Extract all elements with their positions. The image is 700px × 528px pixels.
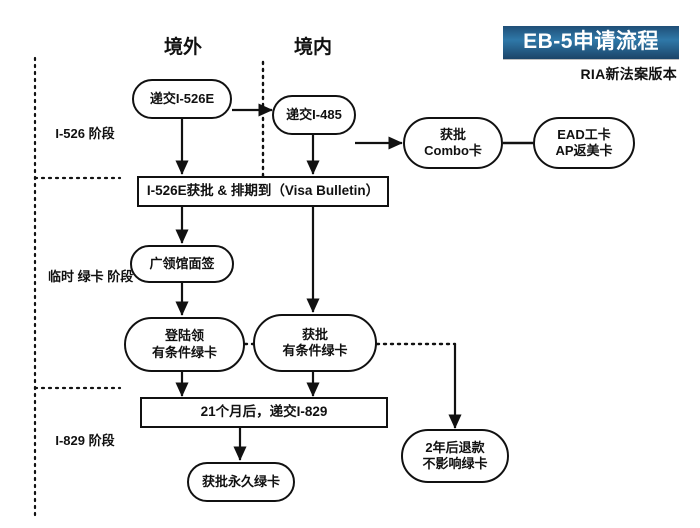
node-submit-i829-line1: 21个月后，递交I-829 — [200, 404, 328, 420]
node-land-conditional-gc-line1: 登陆领 — [164, 328, 204, 344]
node-submit-i526e[interactable]: 递交I-526E — [132, 79, 232, 119]
stage-label-i829-line1: I-829 — [55, 433, 85, 448]
node-ead-ap-line2: AP返美卡 — [555, 143, 613, 158]
column-header-domestic: 境内 — [293, 37, 332, 58]
node-i526e-approved-priority[interactable]: I-526E获批 & 排期到（Visa Bulletin） — [137, 176, 389, 207]
stage-label-i526-line1: I-526 — [55, 126, 85, 141]
node-refund-2y-line1: 2年后退款 — [425, 439, 485, 455]
node-permanent-gc[interactable]: 获批永久绿卡 — [187, 462, 295, 502]
node-approved-conditional-gc[interactable]: 获批 有条件绿卡 — [253, 314, 377, 372]
node-approved-conditional-gc-line2: 有条件绿卡 — [282, 343, 348, 358]
node-submit-i485-line1: 递交I-485 — [286, 106, 342, 122]
stage-label-i526: I-526 阶段 — [48, 125, 122, 143]
page-subtitle: RIA新法案版本 — [580, 66, 677, 83]
node-submit-i526e-line1: 递交I-526E — [149, 90, 215, 106]
node-refund-2y-line2: 不影响绿卡 — [422, 456, 488, 471]
title-block: EB-5申请流程 RIA新法案版本 — [503, 26, 679, 84]
node-consulate-interview[interactable]: 广领馆面签 — [130, 245, 234, 283]
node-approved-combo-line2: Combo卡 — [424, 143, 482, 158]
node-land-conditional-gc-line2: 有条件绿卡 — [151, 344, 217, 360]
node-submit-i829[interactable]: 21个月后，递交I-829 — [140, 397, 388, 428]
node-ead-ap[interactable]: EAD工卡 AP返美卡 — [533, 117, 635, 169]
node-refund-2y[interactable]: 2年后退款 不影响绿卡 — [401, 429, 509, 483]
column-header-overseas: 境外 — [163, 37, 202, 58]
node-consulate-interview-line1: 广领馆面签 — [149, 255, 215, 271]
stage-label-temp-line3: 阶段 — [107, 269, 134, 284]
node-approved-combo-line1: 获批 — [439, 126, 466, 142]
node-submit-i485[interactable]: 递交I-485 — [272, 95, 356, 135]
page-title: EB-5申请流程 — [503, 26, 679, 60]
stage-label-i829-line2: 阶段 — [88, 433, 115, 448]
stage-label-temp-line2: 绿卡 — [77, 269, 104, 284]
stage-label-i526-line2: 阶段 — [88, 126, 115, 141]
stage-label-i829: I-829 阶段 — [48, 432, 122, 450]
node-approved-combo[interactable]: 获批 Combo卡 — [403, 117, 503, 169]
stage-label-temp-green-card: 临时 绿卡 阶段 — [48, 268, 133, 286]
node-land-conditional-gc[interactable]: 登陆领 有条件绿卡 — [124, 317, 245, 372]
stage-label-temp-line1: 临时 — [48, 269, 75, 284]
node-approved-conditional-gc-line1: 获批 — [301, 326, 328, 342]
node-ead-ap-line1: EAD工卡 — [557, 126, 611, 142]
node-permanent-gc-line1: 获批永久绿卡 — [201, 473, 280, 489]
node-i526e-approved-priority-line1: I-526E获批 & 排期到（Visa Bulletin） — [146, 183, 380, 199]
